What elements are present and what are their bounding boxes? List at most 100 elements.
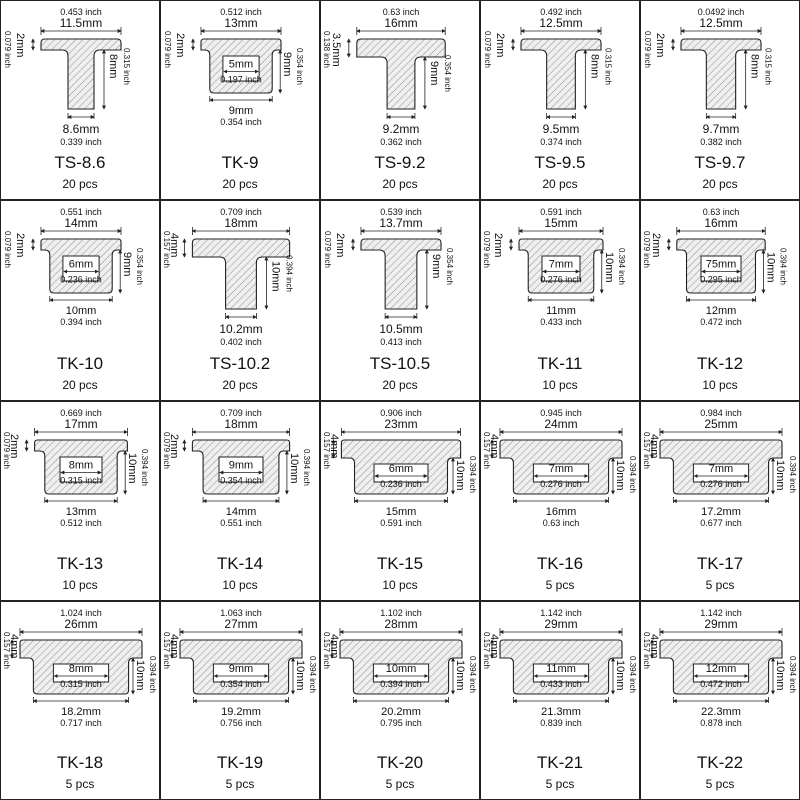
product-code: TK-20 — [376, 753, 424, 772]
thickness-mm: 4mm — [328, 634, 340, 658]
height-inch: 0.394 inch — [778, 248, 787, 285]
height-mm: 10mm — [269, 261, 281, 292]
thickness-mm: 4mm — [8, 634, 20, 658]
height-inch: 0.394 inch — [628, 656, 637, 693]
head-width-mm: 25mm — [704, 417, 737, 431]
product-quantity: 5 pcs — [545, 777, 575, 791]
product-quantity: 20 pcs — [62, 378, 98, 392]
height-mm: 9mm — [281, 52, 293, 76]
height-mm: 9mm — [430, 254, 442, 278]
thickness-inch: 0.079 inch — [3, 31, 12, 68]
head-width-inch: 1.142 inch — [540, 608, 582, 618]
head-width-inch: 0.492 inch — [540, 7, 582, 17]
height-inch: 0.315 inch — [122, 48, 131, 85]
inner-width-mm: 9mm — [229, 663, 253, 675]
head-width-mm: 16mm — [704, 216, 737, 230]
base-width-mm: 19.2mm — [221, 706, 261, 718]
inner-width-mm: 10mm — [386, 663, 417, 675]
head-width-mm: 15mm — [544, 216, 577, 230]
thickness-mm: 4mm — [488, 434, 500, 458]
thickness-inch: 0.079 inch — [162, 432, 171, 469]
height-mm: 10mm — [454, 460, 466, 491]
thickness-inch: 0.157 inch — [642, 432, 651, 469]
height-mm: 10mm — [454, 660, 466, 691]
product-quantity: 20 pcs — [222, 378, 258, 392]
base-width-mm: 9mm — [229, 105, 253, 117]
height-mm: 10mm — [126, 453, 138, 484]
head-width-mm: 18mm — [224, 216, 257, 230]
thickness-mm: 2mm — [494, 33, 506, 57]
base-width-mm: 15mm — [386, 506, 417, 518]
height-inch: 0.394 inch — [468, 456, 477, 493]
height-inch: 0.354 inch — [135, 248, 144, 285]
thickness-mm: 4mm — [328, 434, 340, 458]
product-code: TK-19 — [216, 753, 264, 772]
thickness-inch: 0.079 inch — [642, 231, 651, 268]
thickness-mm: 2mm — [334, 233, 346, 257]
inner-width-inch: 0.315 inch — [60, 679, 102, 689]
head-width-inch: 0.512 inch — [220, 7, 262, 17]
product-quantity: 10 pcs — [542, 378, 578, 392]
product-code: TK-17 — [696, 554, 744, 573]
thickness-mm: 4mm — [648, 634, 660, 658]
thickness-inch: 0.157 inch — [482, 432, 491, 469]
ts-profile-shape — [360, 238, 442, 310]
head-width-inch: 0.0492 inch — [698, 7, 745, 17]
head-width-inch: 0.984 inch — [700, 408, 742, 418]
thickness-inch: 0.079 inch — [2, 432, 11, 469]
height-mm: 10mm — [294, 660, 306, 691]
head-width-mm: 12.5mm — [539, 16, 582, 30]
head-width-inch: 0.709 inch — [220, 207, 262, 217]
base-width-inch: 0.795 inch — [380, 718, 422, 728]
base-width-inch: 0.362 inch — [380, 137, 422, 147]
head-width-mm: 27mm — [224, 617, 257, 631]
height-mm: 10mm — [614, 460, 626, 491]
thickness-inch: 0.079 inch — [3, 231, 12, 268]
height-inch: 0.394 inch — [468, 656, 477, 693]
base-width-inch: 0.839 inch — [540, 718, 582, 728]
height-inch: 0.394 inch — [788, 656, 797, 693]
base-width-inch: 0.339 inch — [60, 137, 102, 147]
base-width-mm: 13mm — [66, 506, 97, 518]
product-code: TS-9.2 — [374, 153, 426, 172]
product-code: TK-11 — [537, 354, 583, 373]
height-inch: 0.394 inch — [788, 456, 797, 493]
thickness-inch: 0.157 inch — [322, 432, 331, 469]
thickness-inch: 0.079 inch — [323, 231, 332, 268]
base-width-inch: 0.394 inch — [60, 317, 102, 327]
product-quantity: 10 pcs — [702, 378, 738, 392]
ts-profile-shape — [40, 38, 122, 110]
inner-width-mm: 5mm — [229, 59, 253, 71]
product-code: TK-13 — [56, 554, 104, 573]
base-width-mm: 8.6mm — [63, 122, 100, 136]
head-width-inch: 1.063 inch — [220, 608, 262, 618]
base-width-inch: 0.551 inch — [220, 518, 262, 528]
height-inch: 0.394 inch — [284, 255, 293, 292]
head-width-mm: 11.5mm — [60, 16, 102, 30]
product-code: TK-9 — [221, 153, 259, 172]
head-width-mm: 28mm — [384, 617, 417, 631]
height-mm: 8mm — [588, 54, 600, 78]
inner-width-inch: 0.433 inch — [540, 679, 582, 689]
head-width-inch: 0.709 inch — [220, 408, 262, 418]
height-inch: 0.394 inch — [308, 656, 317, 693]
product-code: TK-10 — [56, 354, 104, 373]
inner-width-inch: 0.236 inch — [380, 479, 422, 489]
thickness-inch: 0.079 inch — [482, 231, 491, 268]
base-width-inch: 0.402 inch — [220, 337, 262, 347]
product-quantity: 5 pcs — [545, 578, 575, 592]
thickness-inch: 0.157 inch — [2, 632, 11, 669]
base-width-mm: 9.2mm — [383, 122, 420, 136]
inner-width-mm: 7mm — [549, 259, 573, 271]
head-width-inch: 0.591 inch — [540, 207, 582, 217]
height-mm: 9mm — [121, 252, 133, 276]
